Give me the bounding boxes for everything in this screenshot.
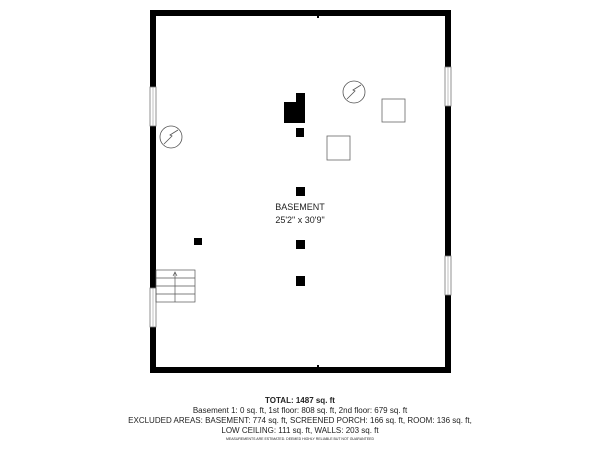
appliance-box <box>326 135 351 161</box>
window <box>149 86 157 127</box>
total-area: TOTAL: 1487 sq. ft <box>265 396 335 405</box>
water-heater-icon <box>342 80 366 104</box>
stairs <box>155 269 196 303</box>
water-heater-icon <box>159 125 183 149</box>
appliance-box <box>381 98 406 123</box>
column <box>296 276 305 286</box>
exterior-walls <box>150 10 451 373</box>
excluded-areas-line2: LOW CEILING: 111 sq. ft, WALLS: 203 sq. … <box>221 426 379 435</box>
excluded-areas-line1: EXCLUDED AREAS: BASEMENT: 774 sq. ft, SC… <box>128 416 472 425</box>
column <box>296 128 304 137</box>
chimney <box>284 93 305 123</box>
column <box>296 240 305 249</box>
window <box>149 287 157 328</box>
column <box>194 238 202 245</box>
window <box>444 66 452 107</box>
floor-areas: Basement 1: 0 sq. ft, 1st floor: 808 sq.… <box>192 406 408 415</box>
wall-tick <box>317 16 319 18</box>
room-dimensions: 25'2" x 30'9" <box>275 215 325 225</box>
wall-tick <box>317 365 319 367</box>
stairs-arrow-icon <box>172 271 178 277</box>
disclaimer: MEASUREMENTS ARE ESTIMATED. DEEMED HIGHL… <box>225 437 375 441</box>
column <box>296 187 305 196</box>
room-name: BASEMENT <box>275 202 325 212</box>
window <box>444 255 452 296</box>
